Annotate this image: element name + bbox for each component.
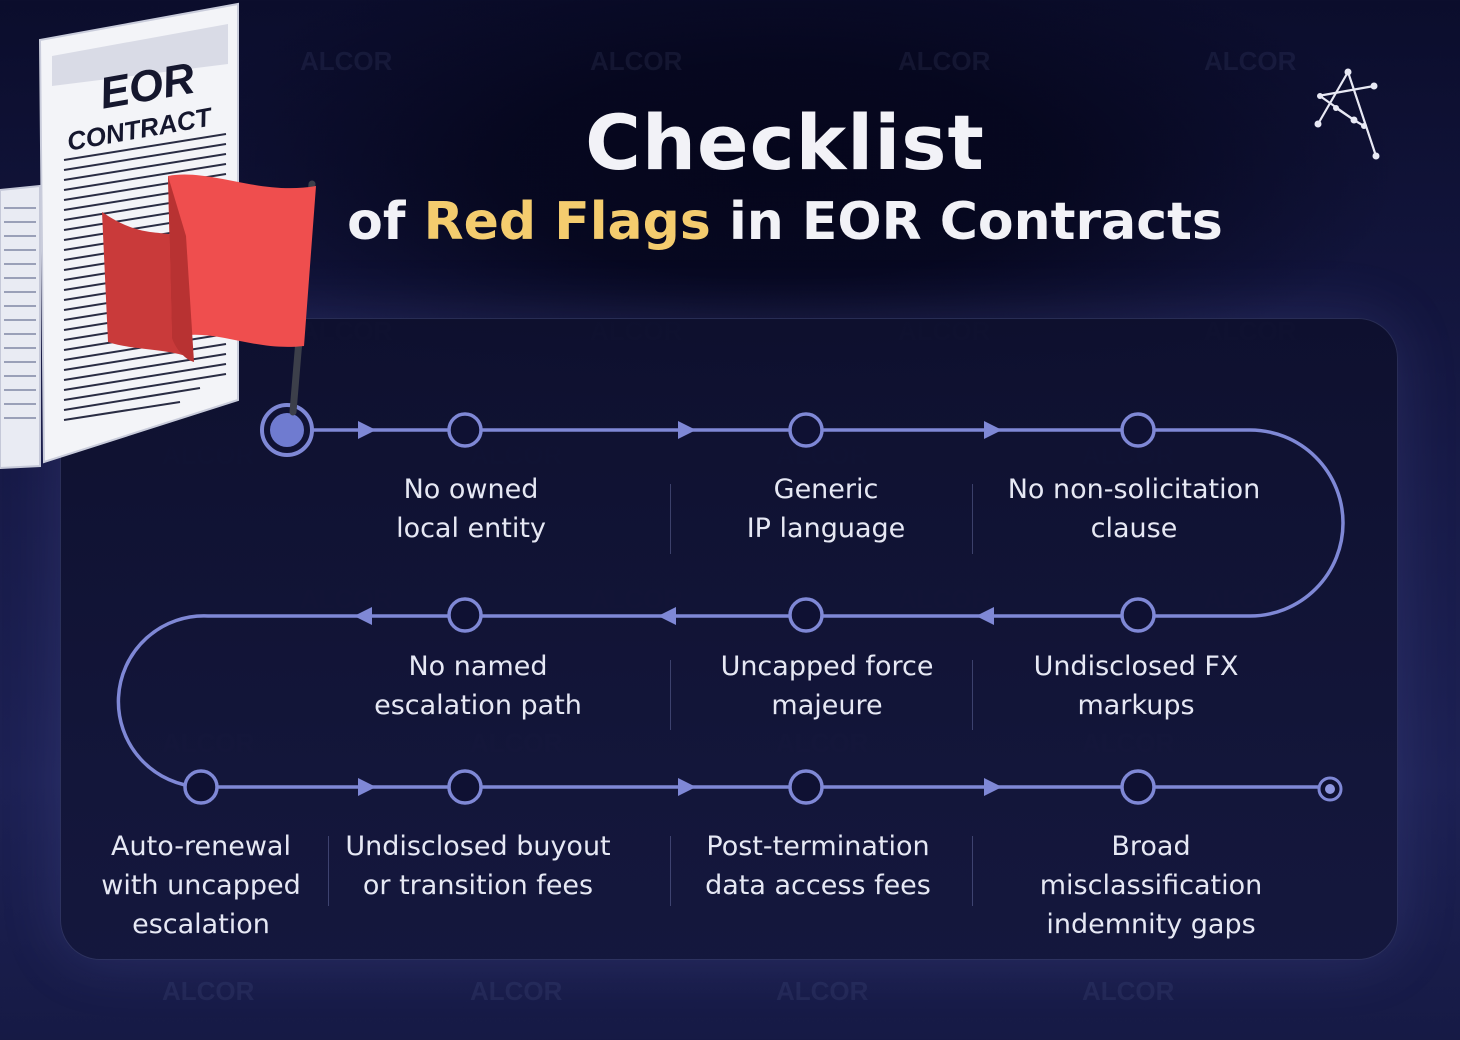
step-node (1120, 769, 1156, 805)
step-node (447, 412, 483, 448)
arrow-left-icon (976, 607, 994, 625)
subtitle-suffix: in EOR Contracts (728, 192, 1223, 252)
step-node (788, 769, 824, 805)
step-node (788, 597, 824, 633)
arrow-right-icon (984, 778, 1002, 796)
red-flag-icon (102, 174, 316, 362)
column-divider (670, 836, 671, 906)
subtitle-prefix: of (347, 192, 406, 252)
page-title: Checklist (585, 98, 985, 187)
step-node (1120, 597, 1156, 633)
column-divider (972, 660, 973, 730)
column-divider (972, 484, 973, 554)
arrow-right-icon (984, 421, 1002, 439)
column-divider (670, 484, 671, 554)
step-node (447, 769, 483, 805)
alcor-logo-icon (1314, 68, 1380, 160)
arrow-left-icon (354, 607, 372, 625)
arrow-right-icon (678, 778, 696, 796)
step-node (788, 412, 824, 448)
subtitle-highlight: Red Flags (423, 192, 711, 252)
arrow-left-icon (658, 607, 676, 625)
path-row-1 (116, 428, 1345, 789)
step-node (447, 597, 483, 633)
page-subtitle: of Red Flags in EOR Contracts (0, 192, 1460, 252)
column-divider (670, 660, 671, 730)
contract-document-illustration: EOR CONTRACT (0, 2, 316, 470)
arrow-right-icon (678, 421, 696, 439)
arrow-right-icon (358, 778, 376, 796)
arrow-right-icon (358, 421, 376, 439)
step-node (1120, 412, 1156, 448)
back-page (0, 184, 41, 470)
column-divider (972, 836, 973, 906)
step-node (183, 769, 219, 805)
column-divider (328, 836, 329, 906)
